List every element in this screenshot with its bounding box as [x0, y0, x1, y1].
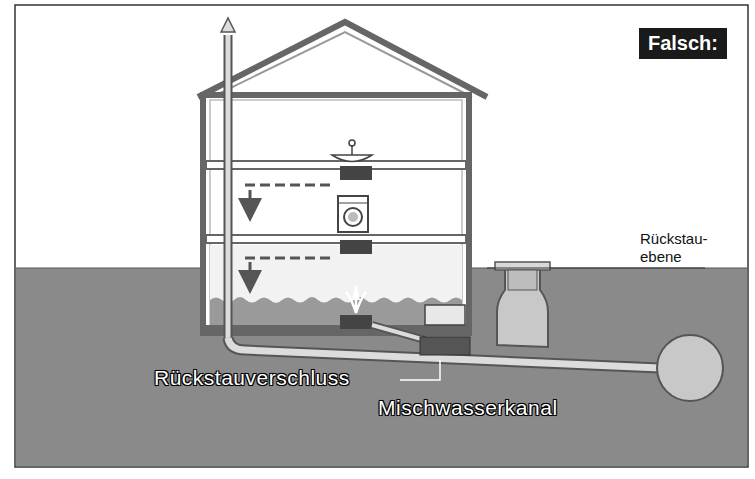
heading-box: Falsch:: [639, 28, 727, 59]
part-label: Rückstauverschluss: [154, 366, 350, 390]
heading-text: Falsch:: [648, 32, 718, 55]
level-label: Rückstau- ebene: [640, 230, 720, 266]
part-label: Mischwasserkanal: [378, 396, 558, 420]
